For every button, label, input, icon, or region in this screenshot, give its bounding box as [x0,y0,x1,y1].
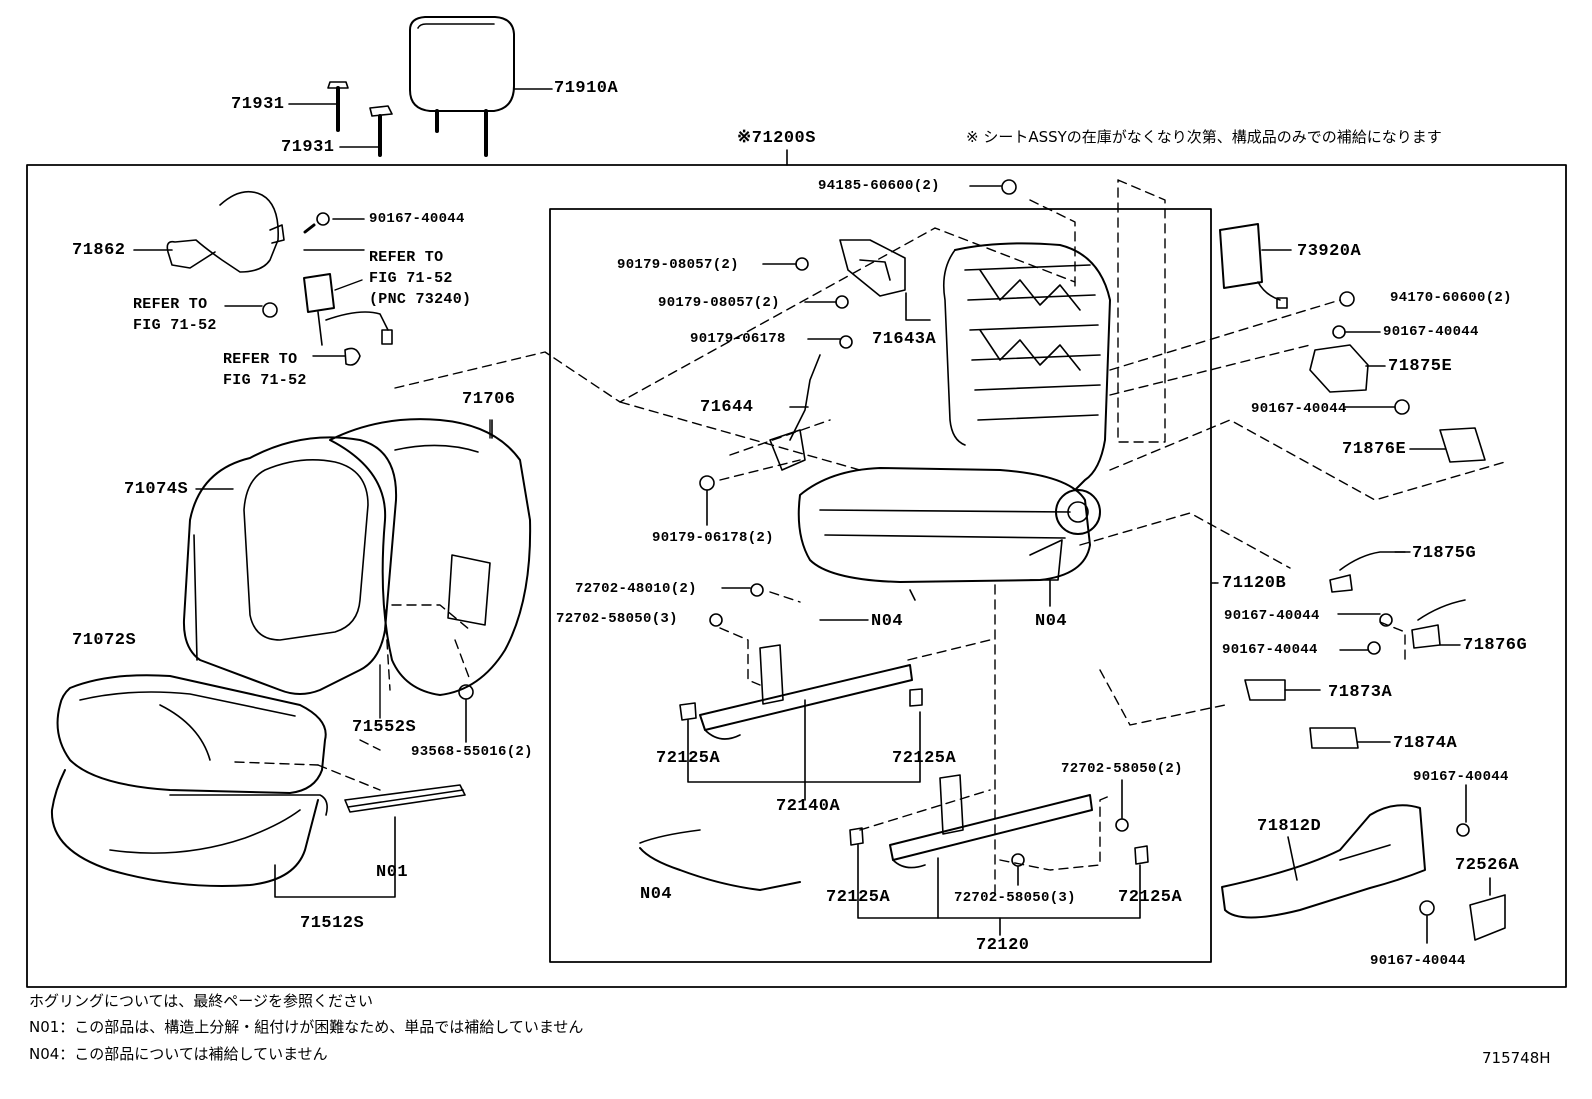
label-71910a: 71910A [554,79,619,98]
refer-to-1-line1: REFER TO [369,249,444,266]
label-n04-b: N04 [1035,612,1068,631]
label-90167-40044-g: 90167-40044 [1370,953,1466,969]
note-hog-ring: ホグリングについては、最終ページを参照ください [29,992,373,1010]
label-90167-40044-e: 90167-40044 [1222,642,1318,658]
bracket-71643a-drawing [839,239,931,321]
label-90179-08057-b: 90179-08057(2) [658,295,780,311]
label-72702-58050-c: 72702-58050(3) [954,890,1076,906]
label-72140a: 72140A [776,797,841,816]
refer-to-1-line3: (PNC 73240) [369,291,472,308]
outer-frame [26,164,1567,988]
label-72125a-4: 72125A [1118,888,1183,907]
supply-note: ※ シートASSYの在庫がなくなり次第、構成品のみでの補給になります [966,128,1442,146]
leader-lines [195,249,1461,719]
label-71873a: 71873A [1328,683,1393,702]
refer-to-1-line2: FIG 71-52 [369,270,453,287]
seat-tracks-drawing [679,644,1149,936]
label-n04-c: N04 [640,885,673,904]
inner-frame [549,208,1212,963]
label-90167-40044-d: 90167-40044 [1224,608,1320,624]
refer-to-3-line1: REFER TO [223,351,298,368]
label-71552s: 71552S [352,718,417,737]
outer-cover-71812d-drawing [1221,804,1506,941]
dashed-leader-lines [234,179,1506,901]
refer-to-2-line2: FIG 71-52 [133,317,217,334]
cable-71644-drawing [769,354,821,471]
label-71644: 71644 [700,398,754,417]
seat-cushion-pad-drawing [56,674,327,794]
seat-frame-drawing [797,242,1111,607]
label-72702-58050-b: 72702-58050(2) [1061,761,1183,777]
label-71862: 71862 [72,241,126,260]
label-90167-40044-f: 90167-40044 [1413,769,1509,785]
label-72526a: 72526A [1455,856,1520,875]
label-n04-a: N04 [871,612,904,631]
label-n01: N01 [376,863,409,882]
label-72120: 72120 [976,936,1030,955]
headrest-supports-drawing [288,81,393,157]
label-71120b: 71120B [1222,574,1287,593]
refer-to-3-line2: FIG 71-52 [223,372,307,389]
label-71875e: 71875E [1388,357,1453,376]
armrest-cover-drawing [133,190,285,273]
seatback-pad-drawing [182,436,398,695]
label-90179-08057-a: 90179-08057(2) [617,257,739,273]
seatback-cover-drawing [329,418,532,696]
airbag-73920a-drawing [1219,223,1292,309]
label-90179-06178-a: 90179-06178 [690,331,786,347]
label-72125a-2: 72125A [892,749,957,768]
assembly-label-71200s: ※71200S [737,129,816,148]
label-71812d: 71812D [1257,817,1322,836]
label-72702-58050-a: 72702-58050(3) [556,611,678,627]
seat-cushion-cover-drawing [50,769,396,898]
label-90167-40044-c: 90167-40044 [1251,401,1347,417]
refer-to-2-line1: REFER TO [133,296,208,313]
label-71074s: 71074S [124,480,189,499]
label-71072s: 71072S [72,631,137,650]
label-71931-upper: 71931 [231,95,285,114]
label-93568-55016: 93568-55016(2) [411,744,533,760]
figure-code: 715748H [1482,1049,1551,1067]
label-94170-60600: 94170-60600(2) [1390,290,1512,306]
side-covers-drawing [1244,344,1486,749]
label-90167-40044-b: 90167-40044 [1383,324,1479,340]
n01-rails-drawing [344,784,466,813]
label-71876e: 71876E [1342,440,1407,459]
label-71875g: 71875G [1412,544,1477,563]
note-n04: N04：この部品については補給していません [29,1045,328,1063]
headrest-drawing [409,16,553,157]
label-94185-60600: 94185-60600(2) [818,178,940,194]
label-90167-40044-a: 90167-40044 [369,211,465,227]
bolts-drawing [303,179,1470,944]
label-72125a-1: 72125A [656,749,721,768]
label-73920a: 73920A [1297,242,1362,261]
label-71512s: 71512S [300,914,365,933]
seatbelt-buckle-drawing [262,273,393,366]
label-71931-lower: 71931 [281,138,335,157]
label-72125a-3: 72125A [826,888,891,907]
note-n01: N01：この部品は、構造上分解・組付けが困難なため、単品では補給していません [29,1018,584,1036]
label-71876g: 71876G [1463,636,1528,655]
label-72702-48010: 72702-48010(2) [575,581,697,597]
label-71643a: 71643A [872,330,937,349]
label-71706: 71706 [462,390,516,409]
label-71874a: 71874A [1393,734,1458,753]
label-90179-06178-b: 90179-06178(2) [652,530,774,546]
n04-wire-drawing [639,829,801,891]
